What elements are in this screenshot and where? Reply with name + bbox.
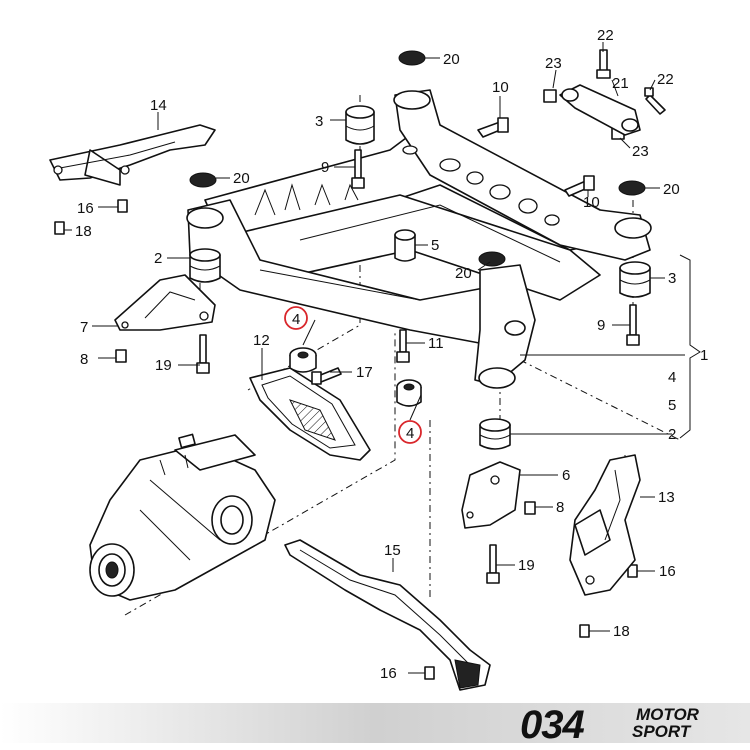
logo-numerals: 034 bbox=[520, 703, 584, 747]
callout-17: 17 bbox=[356, 364, 373, 381]
callout-21: 21 bbox=[612, 75, 629, 92]
callout-4-upper: 4 bbox=[292, 311, 300, 328]
logo-line1: MOTOR bbox=[636, 705, 700, 724]
highlight-rings bbox=[284, 306, 422, 444]
callout-18-left: 18 bbox=[75, 223, 92, 240]
callout-1: 1 bbox=[700, 347, 708, 364]
bushing-2-right bbox=[479, 418, 511, 450]
callout-5: 5 bbox=[431, 237, 439, 254]
callout-10-top: 10 bbox=[492, 79, 509, 96]
callout-20-left: 20 bbox=[233, 170, 250, 187]
callout-8-right: 8 bbox=[556, 499, 564, 516]
callout-3-right: 3 bbox=[668, 270, 676, 287]
callout-7: 7 bbox=[80, 319, 88, 336]
callout-16-left: 16 bbox=[77, 200, 94, 217]
callout-2-right: 2 bbox=[668, 426, 676, 443]
callout-20-center: 20 bbox=[455, 265, 472, 282]
leader-lines bbox=[64, 42, 701, 674]
footer-band bbox=[0, 703, 750, 743]
callout-11: 11 bbox=[428, 335, 444, 352]
callout-4-lower: 4 bbox=[406, 425, 414, 442]
callout-16-right: 16 bbox=[659, 563, 676, 580]
bushing-3-left bbox=[345, 105, 375, 145]
callout-19-left: 19 bbox=[155, 357, 172, 374]
bushing-3-right bbox=[619, 261, 651, 298]
callout-19-right: 19 bbox=[518, 557, 535, 574]
callout-9-left: 9 bbox=[321, 159, 329, 176]
callout-16-bottom: 16 bbox=[380, 665, 397, 682]
bracket-13 bbox=[569, 454, 641, 596]
callout-3-left: 3 bbox=[315, 113, 323, 130]
callout-13: 13 bbox=[658, 489, 675, 506]
callout-12: 12 bbox=[253, 332, 270, 349]
callout-6: 6 bbox=[562, 467, 570, 484]
callout-4-bracket: 4 bbox=[668, 369, 676, 386]
callout-10-right: 10 bbox=[583, 194, 600, 211]
callout-18-right: 18 bbox=[613, 623, 630, 640]
bracket-14 bbox=[49, 124, 216, 186]
bracket-6 bbox=[461, 461, 521, 529]
callout-labels: 22 23 21 22 23 20 14 10 3 9 20 16 18 10 … bbox=[75, 27, 708, 682]
diff-bushing-upper bbox=[289, 347, 317, 373]
callout-23-top: 23 bbox=[545, 55, 562, 72]
callout-22-right: 22 bbox=[657, 71, 674, 88]
control-link-21 bbox=[559, 84, 641, 136]
diff-bushing-lower bbox=[396, 379, 422, 407]
callout-5-bracket: 5 bbox=[668, 397, 676, 414]
callout-22-top: 22 bbox=[597, 27, 614, 44]
highlight-ring-lower bbox=[398, 420, 422, 444]
highlight-ring-upper bbox=[284, 306, 308, 330]
brand-logo: 034 MOTOR SPORT bbox=[520, 703, 700, 747]
logo-line2: SPORT bbox=[632, 722, 692, 741]
callout-8-left: 8 bbox=[80, 351, 88, 368]
callout-23-right: 23 bbox=[632, 143, 649, 160]
bushing-2-left bbox=[189, 248, 221, 283]
bracket-7 bbox=[114, 274, 216, 331]
callout-20-right: 20 bbox=[663, 181, 680, 198]
callout-14: 14 bbox=[150, 97, 167, 114]
callout-20-top: 20 bbox=[443, 51, 460, 68]
differential bbox=[89, 433, 276, 601]
callout-2-left: 2 bbox=[154, 250, 162, 267]
bushing-5 bbox=[394, 229, 416, 262]
tray-15 bbox=[284, 539, 491, 691]
diff-mount-plate bbox=[249, 367, 371, 461]
callout-15: 15 bbox=[384, 542, 401, 559]
callout-9-right: 9 bbox=[597, 317, 605, 334]
